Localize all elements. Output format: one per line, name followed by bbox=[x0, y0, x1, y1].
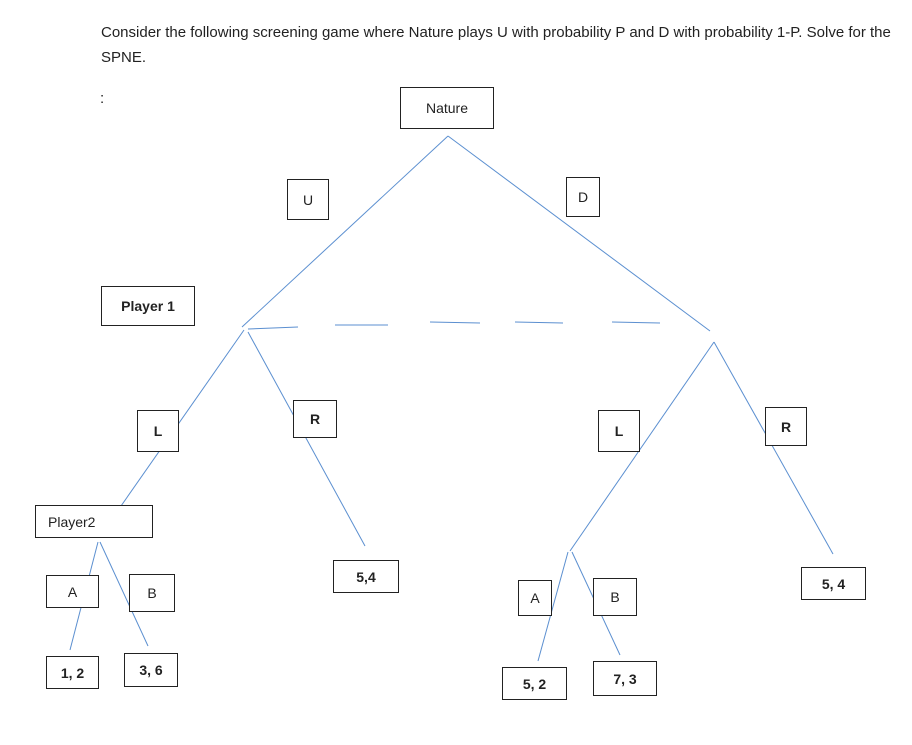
action-a-left-label: A bbox=[46, 575, 99, 608]
info-set-seg-3 bbox=[429, 321, 481, 324]
action-a-right-label: A bbox=[518, 580, 552, 616]
info-set-seg-5 bbox=[611, 321, 661, 324]
info-set-seg-4 bbox=[514, 321, 564, 324]
payoff-dl-a: 5, 2 bbox=[502, 667, 567, 700]
action-b-left-label: B bbox=[129, 574, 175, 612]
edge-nature-u bbox=[241, 135, 449, 328]
edge-down-l bbox=[569, 341, 715, 552]
info-set-seg-1 bbox=[247, 326, 299, 330]
payoff-dl-b: 7, 3 bbox=[593, 661, 657, 696]
stray-colon: : bbox=[100, 90, 105, 107]
edge-p2-right-a bbox=[537, 551, 569, 662]
action-r-down-label: R bbox=[765, 407, 807, 446]
player2-node: Player2 bbox=[35, 505, 153, 538]
edge-down-r bbox=[713, 341, 834, 555]
action-l-up-label: L bbox=[137, 410, 179, 452]
nature-node: Nature bbox=[400, 87, 494, 129]
edge-up-l bbox=[120, 329, 245, 507]
payoff-ul-a: 1, 2 bbox=[46, 656, 99, 689]
question-text: Consider the following screening game wh… bbox=[101, 24, 891, 66]
player1-node: Player 1 bbox=[101, 286, 195, 326]
payoff-ur: 5,4 bbox=[333, 560, 399, 593]
action-l-down-label: L bbox=[598, 410, 640, 452]
action-b-right-label: B bbox=[593, 578, 637, 616]
edge-nature-d bbox=[447, 135, 711, 332]
action-u-label: U bbox=[287, 179, 329, 220]
edge-up-r bbox=[247, 331, 366, 547]
payoff-dr: 5, 4 bbox=[801, 567, 866, 600]
edge-p2-left-b bbox=[99, 541, 149, 647]
action-r-up-label: R bbox=[293, 400, 337, 438]
payoff-ul-b: 3, 6 bbox=[124, 653, 178, 687]
action-d-label: D bbox=[566, 177, 600, 217]
